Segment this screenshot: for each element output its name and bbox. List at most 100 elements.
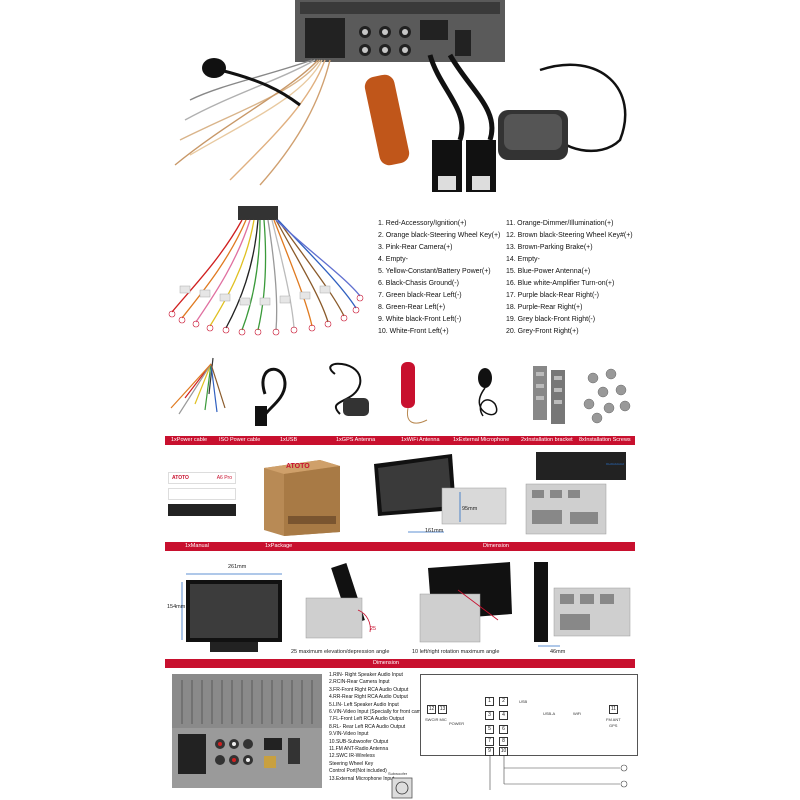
- accessory-label: 1xWiFi Antenna: [401, 437, 440, 443]
- accessories-label-bar: 1xPower cable ISO Power cable 1xUSB 1xGP…: [165, 436, 635, 445]
- port-item: 12.SWC IR-Wireless: [329, 753, 375, 760]
- diagram-usb-label: USB: [519, 699, 528, 704]
- screen-width-label: 261mm: [228, 564, 247, 570]
- port-item: 10.SUB-Subwoofer Output: [329, 738, 389, 745]
- legend-item: 19. Grey black-Front Right(-): [506, 316, 596, 323]
- package-brand: ATOTO: [286, 463, 310, 470]
- accessory-label: 1xPower cable: [171, 437, 208, 443]
- diagram-usba-label: USB-A: [543, 711, 556, 716]
- side-depth-label: 64mm: [608, 460, 624, 466]
- ports-section: 1.RIN- Right Speaker Audio Input 2.RCIN-…: [0, 668, 800, 800]
- angle-value-label: 25: [370, 626, 377, 632]
- port-item: 7.FL-Front Left RCA Audio Output: [329, 716, 405, 723]
- screen-height-label: 154mm: [167, 604, 186, 610]
- legend-item: 14. Empty-: [506, 256, 540, 263]
- depth-bottom-label: 46mm: [550, 649, 566, 655]
- package-label: 1xManual: [185, 543, 209, 549]
- package-label: Dimension: [483, 543, 509, 549]
- side-dimension-illustration: [525, 452, 626, 535]
- accessory-label: 1xGPS Antenna: [336, 437, 376, 443]
- legend-item: 18. Purple-Rear Right(+): [506, 304, 583, 311]
- legend-item: 15. Blue-Power Antenna(+): [506, 268, 591, 275]
- rear-panel-photo: [172, 674, 322, 788]
- dimension-section: 261mm 154mm 25 25 maximum elevation/depr…: [0, 560, 800, 668]
- port-item: 8.RL- Rear Left RCA Audio Output: [329, 723, 406, 730]
- front-height-label: 95mm: [462, 506, 478, 512]
- accessory-label: 8xInstallation Screws: [579, 437, 631, 443]
- pin-6: 6: [499, 725, 508, 734]
- port-item: Steering Wheel Key: [329, 760, 374, 767]
- accessory-label: 2xInstallation bracket: [521, 437, 573, 443]
- port-item: 11.FM ANT-Radio Antenna: [329, 746, 389, 753]
- accessory-label: 1xUSB: [280, 437, 298, 443]
- port-item: 9.VIN-Video Input: [329, 731, 369, 738]
- pin-2: 2: [499, 697, 508, 706]
- dimension-label: Dimension: [373, 660, 399, 666]
- subwoofer-label: Subwoofer: [388, 771, 408, 776]
- port-item: 3.FR-Front Right RCA Audio Output: [329, 686, 409, 693]
- front-width-label: 161mm: [425, 528, 444, 534]
- rotation-caption: 10 left/right rotation maximum angle: [412, 649, 500, 655]
- legend-item: 5. Yellow-Constant/Battery Power(+): [378, 268, 491, 275]
- pin-9: 9: [485, 747, 494, 756]
- legend-item: 8. Green-Rear Left(+): [378, 304, 446, 311]
- package-section: ATOTO A6 Pro ATOTO 161mm 95mm 64mm 1xMan…: [0, 448, 800, 552]
- legend-item: 6. Black-Chasis Ground(-): [378, 280, 459, 287]
- accessory-label: 1xExternal Microphone: [453, 437, 510, 443]
- legend-item: 7. Green black-Rear Left(-): [378, 292, 462, 299]
- pin-11: 11: [609, 705, 618, 714]
- elevation-angle-illustration: [305, 562, 371, 639]
- diagram-power-label: POWER: [449, 721, 465, 726]
- port-item: 2.RCIN-Rear Camera Input: [329, 679, 390, 686]
- side-mount-illustration: [534, 562, 631, 647]
- legend-item: 4. Empty-: [378, 256, 408, 263]
- diagram-wifi-label: WiFi: [573, 711, 581, 716]
- front-dimension-illustration: [374, 454, 507, 533]
- port-item: 4.RR-Rear Right RCA Audio Output: [329, 694, 408, 701]
- wiring-harness-illustration: [168, 206, 364, 336]
- legend-item: 9. White black-Front Left(-): [378, 316, 462, 323]
- subwoofer-icon: [391, 777, 413, 799]
- manual-brand: ATOTO: [172, 475, 189, 481]
- wiring-legend-left: 1. Red-Accessory/Ignition(+) 2. Orange b…: [378, 218, 500, 338]
- legend-item: 1. Red-Accessory/Ignition(+): [378, 220, 467, 227]
- head-unit-cables-photo: [174, 0, 627, 192]
- port-item: 5.LIN- Left Speaker Audio Input: [329, 701, 399, 708]
- wiring-legend-right: 11. Orange-Dimmer/Illumination(+) 12. Br…: [506, 218, 633, 338]
- connection-diagram: 12 13 1 2 3 4 5 6 7 8 9 10 11 SWCIR MIC …: [420, 674, 638, 756]
- pin-1: 1: [485, 697, 494, 706]
- pin-3: 3: [485, 711, 494, 720]
- accessories-section: 1xPower cable ISO Power cable 1xUSB 1xGP…: [0, 352, 800, 448]
- pin-12: 12: [427, 705, 436, 714]
- diagram-swc-mic-label: SWCIR MIC: [425, 717, 447, 722]
- package-label: 1xPackage: [265, 543, 293, 549]
- diagram-fmant-label: FM ANT: [606, 717, 621, 722]
- legend-item: 12. Brown black-Steering Wheel Key#(+): [506, 232, 633, 239]
- legend-item: 11. Orange-Dimmer/Illumination(+): [506, 220, 614, 227]
- package-label-bar: 1xManual 1xPackage Dimension: [165, 542, 635, 551]
- legend-item: 20. Grey-Front Right(+): [506, 328, 579, 335]
- pin-13: 13: [438, 705, 447, 714]
- port-list: 1.RIN- Right Speaker Audio Input 2.RCIN-…: [329, 672, 430, 783]
- cables-photo-section: [0, 0, 800, 200]
- pin-10: 10: [499, 747, 508, 756]
- package-box-photo: [264, 460, 340, 536]
- diagram-gps-label: GPS: [609, 723, 618, 728]
- port-item: 13.External Microphone Input: [329, 775, 395, 782]
- dimension-label-bar: Dimension: [165, 659, 635, 668]
- port-item: 6.VIN-Video Input (Specially for front c…: [329, 709, 430, 716]
- pin-4: 4: [499, 711, 508, 720]
- screen-front-illustration: [181, 573, 282, 652]
- diagram-cable-lines: [489, 756, 628, 790]
- legend-item: 16. Blue white-Amplifier Turn-on(+): [506, 280, 615, 287]
- legend-item: 2. Orange black-Steering Wheel Key(+): [378, 232, 501, 239]
- manual-model: A6 Pro: [216, 475, 232, 481]
- legend-item: 3. Pink-Rear Camera(+): [378, 244, 453, 251]
- pin-5: 5: [485, 725, 494, 734]
- legend-item: 17. Purple black-Rear Right(-): [506, 292, 599, 299]
- pin-7: 7: [485, 737, 494, 746]
- legend-item: 13. Brown-Parking Brake(+): [506, 244, 593, 251]
- accessories-photo: [170, 357, 631, 426]
- pin-8: 8: [499, 737, 508, 746]
- port-item: 1.RIN- Right Speaker Audio Input: [329, 672, 403, 678]
